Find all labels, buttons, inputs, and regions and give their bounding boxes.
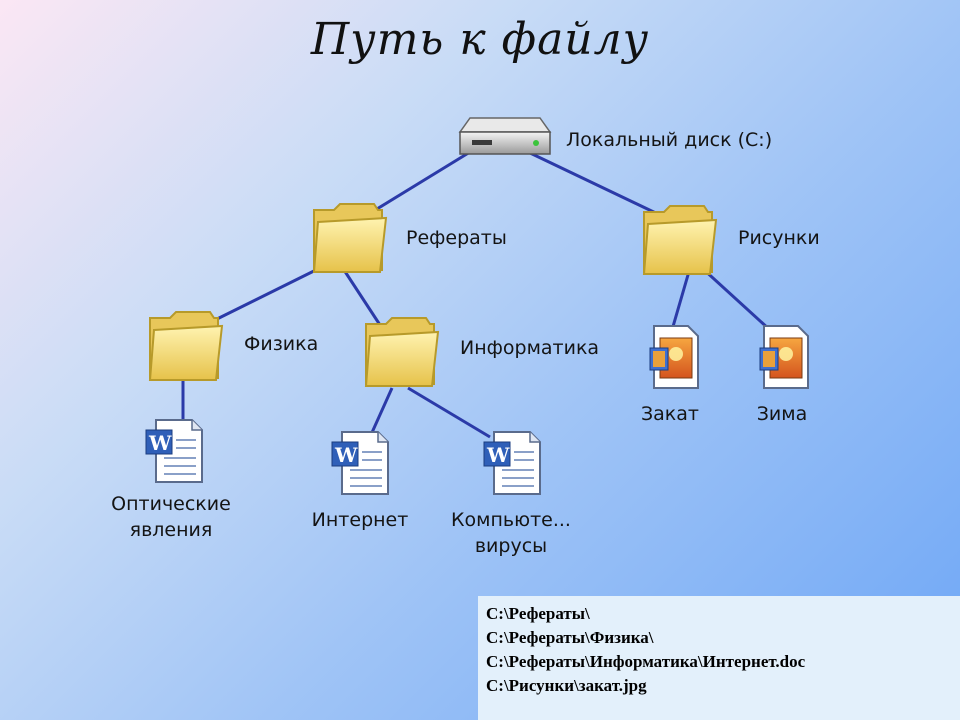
connector-lines [181,150,772,439]
folder-label-referaty: Рефераты [406,227,507,249]
edge-referaty-fizika [214,262,329,322]
file-label-komp-line1: Компьюте... [451,509,571,531]
folder-label-fizika: Физика [244,333,319,355]
file-label-komp-line2: вирусы [474,535,548,557]
file-label-zakat: Закат [640,403,699,425]
folder-label-risunki: Рисунки [738,227,820,249]
folder-icon [312,203,388,273]
svg-text:W: W [334,443,358,467]
file-label-optika-line2: явления [129,519,213,541]
file-label-zima: Зима [756,403,808,425]
file-label-optika-line1: Оптические [111,493,231,515]
image-file-icon [649,325,699,389]
folder-icon [642,205,718,275]
folder-icon [148,311,224,381]
path-line: C:\Рефераты\Информатика\Интернет.doc [486,652,806,671]
edge-informatika-komp [407,386,491,439]
path-line: C:\Рефераты\Физика\ [486,628,654,647]
folder-icon [364,317,440,387]
svg-text:W: W [486,443,510,467]
word-document-icon: W [483,431,541,495]
edge-informatika-internet [368,387,394,438]
edge-referaty-informatika [342,269,382,326]
path-line: C:\Рефераты\ [486,604,590,623]
slide-title: Путь к файлу [310,14,650,65]
edge-disk-risunki [527,150,661,217]
folder-label-informatika: Информатика [460,337,600,359]
word-document-icon: W [145,419,203,483]
edge-disk-referaty [371,150,471,214]
file-paths-box: C:\Рефераты\ C:\Рефераты\Физика\ C:\Рефе… [478,596,960,720]
file-label-internet: Интернет [311,509,409,531]
word-document-icon: W [331,431,389,495]
edge-risunki-zima [700,266,772,332]
hard-drive-icon [458,117,552,155]
image-file-icon [759,325,809,389]
edge-risunki-zakat [670,267,692,331]
path-line: C:\Рисунки\закат.jpg [486,676,647,695]
svg-text:W: W [148,431,172,455]
disk-label: Локальный диск (C:) [566,129,773,151]
